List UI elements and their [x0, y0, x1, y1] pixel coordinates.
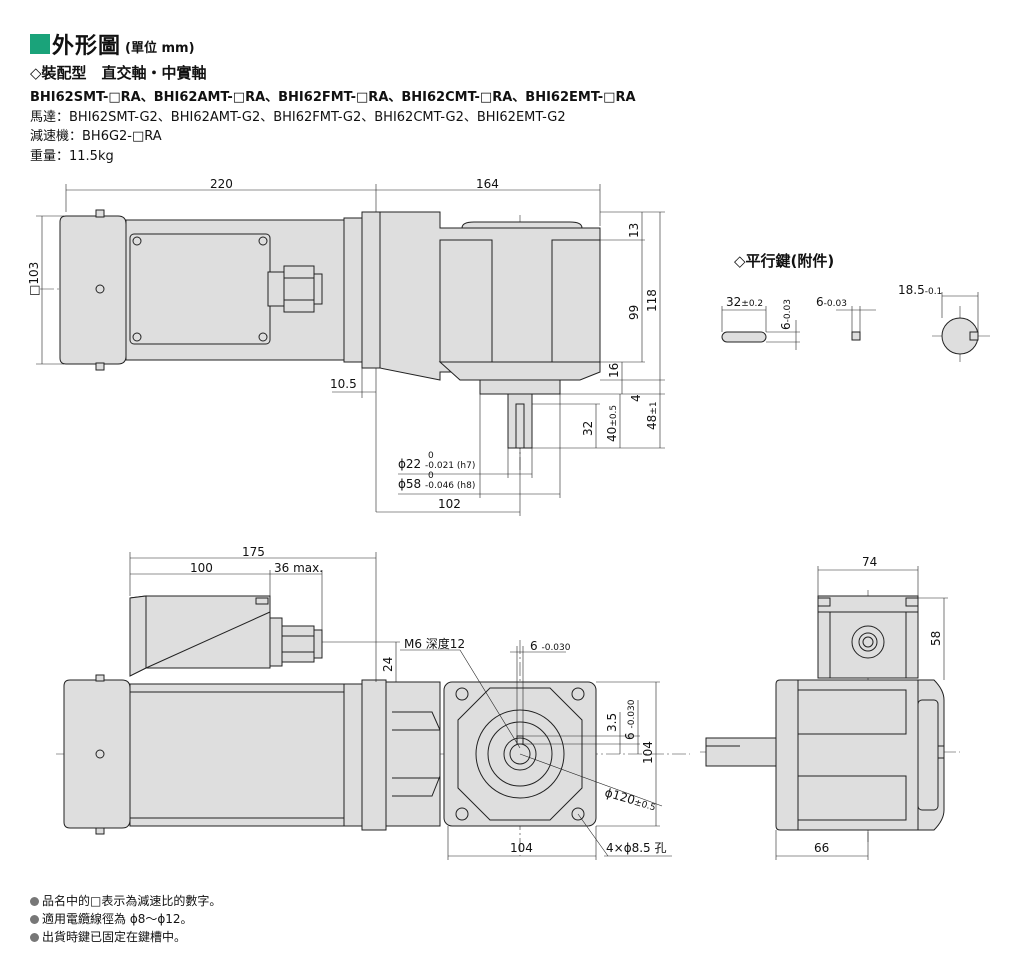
dim-6v: 6 -0.030	[623, 699, 637, 740]
dim-holes: 4×ϕ8.5 孔	[606, 841, 667, 855]
note-item: 品名中的□表示為減速比的數字。	[30, 892, 221, 910]
model-list: BHI62SMT-□RA、BHI62AMT-□RA、BHI62FMT-□RA、B…	[30, 90, 636, 105]
dim-phi58: ϕ58 -0.046 (h8)	[398, 477, 475, 491]
dim-175: 175	[242, 545, 265, 559]
dim-118: 118	[645, 289, 659, 312]
notes: 品名中的□表示為減速比的數字。 適用電纜線徑為 ϕ8～ϕ12。 出貨時鍵已固定在…	[30, 892, 221, 946]
key-width: 6-0.03	[816, 295, 847, 309]
dim-phi22: ϕ22 -0.021 (h7)	[398, 457, 475, 471]
title-marker	[30, 34, 50, 54]
dim-3-5: 3.5	[605, 713, 619, 732]
key-section-title: ◇平行鍵(附件)	[734, 252, 834, 270]
dim-10-5: 10.5	[330, 377, 357, 391]
dim-phi22-zero: 0	[428, 451, 434, 461]
dim-100: 100	[190, 561, 213, 575]
dim-m6: M6 深度12	[404, 636, 465, 651]
dim-99: 99	[627, 305, 641, 320]
dim-32: 32	[581, 421, 595, 436]
parallel-key-section: ◇平行鍵(附件) 32±0.2 6-0.03 6-0.03 18.5-0.1	[721, 252, 992, 362]
title-unit: (單位 mm)	[125, 40, 195, 56]
side-view-top	[40, 209, 601, 470]
dim-24: 24	[381, 657, 395, 672]
section-subtitle: ◇裝配型 直交軸・中實軸	[30, 64, 207, 82]
note-item: 出貨時鍵已固定在鍵槽中。	[30, 928, 221, 946]
dim-16: 16	[607, 363, 621, 378]
motor-line: 馬達：BHI62SMT-G2、BHI62AMT-G2、BHI62FMT-G2、B…	[30, 110, 566, 125]
dim-4: 4	[629, 394, 643, 402]
dim-66: 66	[814, 841, 829, 855]
dim-74: 74	[862, 555, 877, 569]
reducer-line: 減速機：BH6G2-□RA	[30, 129, 162, 144]
screw-icon	[95, 284, 105, 294]
dim-220: 220	[210, 177, 233, 191]
dimensions-top-view: 220 164 □103 13 99 118 16 4 48±1 40±0.5 …	[27, 177, 665, 516]
note-item: 適用電纜線徑為 ϕ8～ϕ12。	[30, 910, 221, 928]
header: 外形圖 (單位 mm)	[30, 28, 195, 60]
front-view-bottom	[56, 595, 690, 856]
key-height: 6-0.03	[779, 299, 793, 330]
dim-104h: 104	[510, 841, 533, 855]
dim-phi58-zero: 0	[428, 471, 434, 481]
dimensions-end-view: 74 58 66	[775, 555, 948, 860]
dim-58: 58	[929, 631, 943, 646]
bullet-icon	[30, 896, 39, 906]
bullet-icon	[30, 932, 39, 942]
dim-164: 164	[476, 177, 499, 191]
dim-104v: 104	[641, 741, 655, 764]
key-length: 32±0.2	[726, 295, 763, 309]
weight-line: 重量：11.5kg	[30, 149, 114, 164]
page-title: 外形圖	[52, 34, 122, 59]
dim-48: 48±1	[645, 401, 659, 430]
bullet-icon	[30, 914, 39, 924]
end-view-right	[700, 590, 960, 842]
dim-keyway-6: 6 -0.030	[530, 639, 571, 653]
key-shaft-dim: 18.5-0.1	[898, 283, 942, 297]
dim-36: 36 max.	[274, 561, 323, 575]
dim-13: 13	[627, 223, 641, 238]
dim-102: 102	[438, 497, 461, 511]
dim-40: 40±0.5	[605, 405, 619, 442]
dim-phi120: ϕ120±0.5	[603, 785, 658, 813]
dim-103: □103	[27, 262, 41, 296]
dimensions-front-view: 175 100 36 max. 24 M6 深度12 6 -0.030 3.5 …	[129, 545, 672, 860]
